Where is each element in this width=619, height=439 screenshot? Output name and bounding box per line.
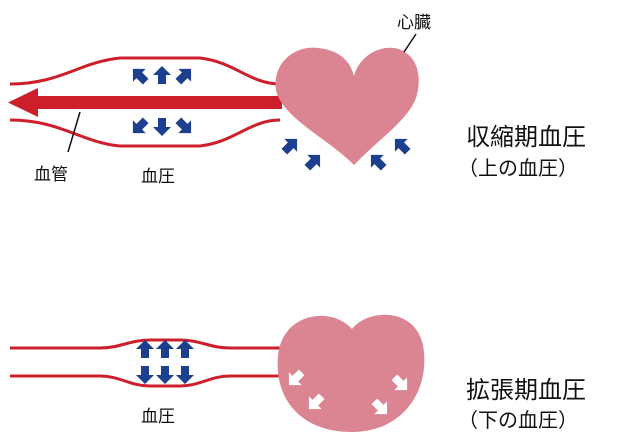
vessel-expansion-arrows-down — [126, 113, 198, 140]
systolic-section — [8, 33, 419, 175]
heart-contracted — [275, 47, 419, 165]
heart-label: 心臓 — [397, 13, 431, 33]
systolic-title: 収縮期血圧 — [466, 123, 586, 151]
diastolic-section — [10, 314, 425, 432]
vessel-pressure-arrows-up — [136, 340, 194, 358]
systolic-subtitle: （上の血圧） — [458, 156, 578, 180]
diastolic-pressure-label: 血圧 — [141, 407, 175, 427]
vessel-label-leader — [67, 111, 81, 153]
vessel-expansion-arrows-up — [126, 62, 198, 89]
vessel-lower-wall — [9, 118, 281, 148]
systolic-pressure-label: 血圧 — [141, 167, 175, 187]
vessel-pressure-arrows-down — [136, 366, 194, 384]
vessel-lower-wall — [10, 374, 280, 388]
blood-flow-arrow-shaft — [32, 96, 282, 109]
blood-flow-arrow-head — [8, 88, 38, 117]
diastolic-title: 拡張期血圧 — [466, 376, 586, 404]
vessel-label: 血管 — [34, 165, 68, 185]
heart-label-leader — [403, 33, 417, 53]
diastolic-subtitle: （下の血圧） — [458, 408, 578, 432]
vessel-upper-wall — [9, 56, 281, 86]
